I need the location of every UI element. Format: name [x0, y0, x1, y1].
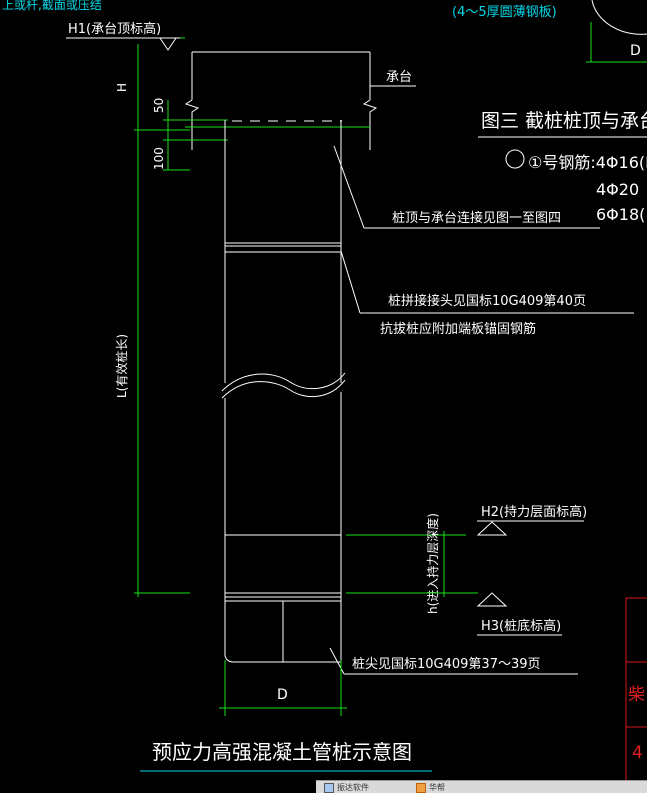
top-circle-arc [591, 0, 647, 35]
title-block-number: 4 [632, 743, 643, 763]
embed-label: h(进入持力层深度) [425, 513, 440, 614]
fig3-rebar-1: ①号钢筋:4Φ16(D= [528, 153, 647, 172]
h2-label: H2(持力层面标高) [481, 504, 587, 520]
drawing-title: 预应力高强混凝土管桩示意图 [152, 740, 412, 764]
break-wave-1 [221, 372, 346, 392]
rebar-marker-circle [505, 149, 525, 169]
cap-label: 承台 [386, 70, 412, 85]
dim-100-label: 100 [152, 147, 166, 170]
app-icon [416, 782, 426, 793]
h3-marker [476, 592, 508, 607]
cap-break-left [184, 99, 200, 150]
h2-marker [476, 521, 508, 536]
h-dim-label: H [115, 83, 129, 92]
tip-leader [329, 647, 345, 675]
h1-label: H1(承台顶标高) [68, 21, 161, 37]
break-wave-2 [221, 379, 346, 399]
taskbar-item-help[interactable]: 华帮 [416, 782, 476, 793]
h1-marker [159, 37, 177, 51]
joint-note: 桩拼接接头见国标10G409第40页 [388, 293, 586, 309]
top-left-note: 上或杆,截面或压结 [2, 0, 102, 12]
fig3-rebar-3: 6Φ18( [596, 205, 645, 224]
taskbar-item-software[interactable]: 振达软件 [324, 782, 414, 793]
app-icon [324, 782, 334, 793]
joint-leader [340, 250, 361, 314]
h3-label: H3(桩底标高) [481, 618, 561, 634]
pile-tip-note: 桩尖见国标10G409第37～39页 [352, 657, 541, 672]
title-block-text: 柴 [628, 685, 645, 705]
d-dim-label: D [277, 687, 288, 703]
fig3-rebar-2: 4Φ20 [596, 180, 639, 199]
pile-top-leader [333, 145, 365, 229]
uplift-note: 抗拔桩应附加端板锚固钢筋 [380, 321, 536, 337]
pile-top-note: 桩顶与承台连接见图一至图四 [392, 210, 561, 226]
fig3-title: 图三 截桩桩顶与承台 [481, 110, 647, 132]
top-note: (4～5厚圆薄钢板) [452, 5, 557, 20]
pile-tip-base [224, 655, 341, 663]
length-label: L(有效桩长) [114, 334, 129, 398]
taskbar: 振达软件 华帮 [316, 780, 647, 793]
cap-break-right [362, 99, 378, 150]
dim-50-label: 50 [152, 98, 166, 113]
top-right-dim: D [630, 43, 641, 59]
